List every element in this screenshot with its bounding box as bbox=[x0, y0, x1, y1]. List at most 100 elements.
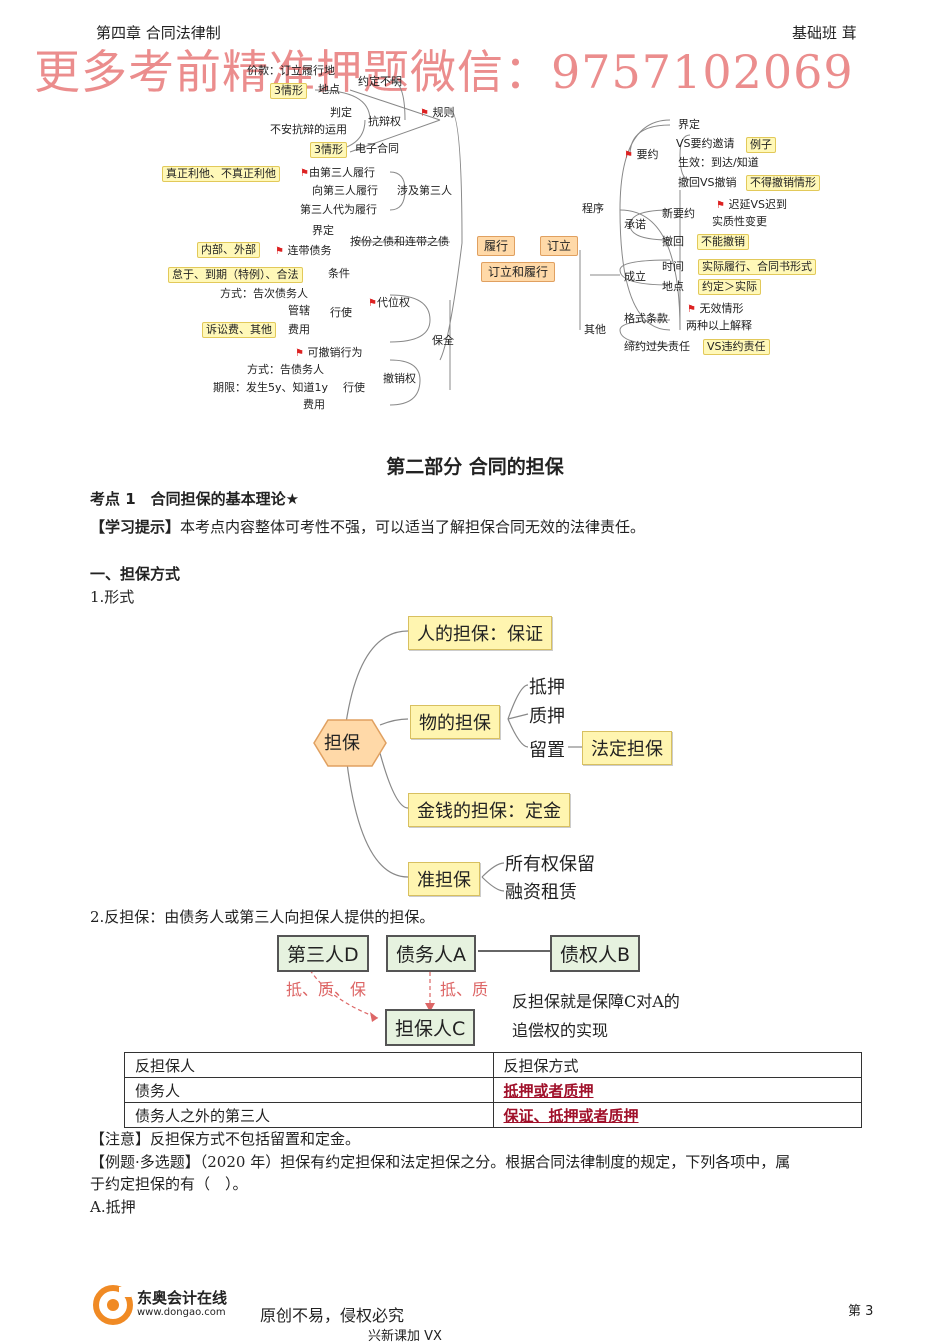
mm-breach: VS违约责任 bbox=[703, 339, 770, 355]
mm-method: 方式：告次债务人 bbox=[220, 287, 308, 300]
mm-withdraw-revoke: 撤回VS撤销 bbox=[678, 176, 737, 189]
mm-format-clause: 格式条款 bbox=[624, 312, 668, 325]
table-cell: 债务人 bbox=[124, 1077, 494, 1103]
node-mortgage: 抵押 bbox=[529, 677, 565, 698]
mm-invitation: VS要约邀请 bbox=[676, 137, 735, 150]
mindmap1-lines bbox=[314, 79, 691, 406]
mm-jurisdiction: 管辖 bbox=[288, 304, 310, 317]
mm-exercise-2: 行使 bbox=[343, 381, 365, 394]
node-statutory: 法定担保 bbox=[582, 731, 672, 765]
dongao-logo-icon bbox=[93, 1285, 133, 1325]
table-row: 债务人 抵押或者质押 bbox=[124, 1077, 862, 1103]
node-pledge: 质押 bbox=[529, 706, 565, 727]
mm-revocable: ⚑ 可撤销行为 bbox=[295, 346, 363, 359]
mm-third-party: 涉及第三人 bbox=[397, 184, 452, 197]
mm-period: 期限：发生5y、知道1y bbox=[213, 381, 329, 394]
mm-cannot-revoke: 不能撤销 bbox=[697, 234, 749, 250]
mm-material-change: 实质性变更 bbox=[712, 215, 767, 228]
mm-performance: 履行 bbox=[477, 236, 516, 256]
table-header-row: 反担保人 反担保方式 bbox=[124, 1052, 862, 1078]
mm-preservation: 保全 bbox=[432, 334, 454, 347]
study-hint: 【学习提示】本考点内容整体可考性不强，可以适当了解担保合同无效的法律责任。 bbox=[90, 517, 645, 537]
mm-offer-define: 界定 bbox=[678, 118, 700, 131]
mm-procedure: 程序 bbox=[582, 202, 604, 215]
hint-label: 【学习提示】 bbox=[90, 518, 181, 536]
box-debtor-a: 债务人A bbox=[386, 935, 476, 972]
comment-line-2: 追偿权的实现 bbox=[512, 1021, 609, 1040]
mm-condition: 条件 bbox=[328, 267, 350, 280]
box-third-party-d: 第三人D bbox=[277, 935, 369, 972]
mm-defense: 抗辩权 bbox=[368, 115, 401, 128]
mm-inner-outer: 内部、外部 bbox=[197, 242, 260, 258]
mindmap2-lines bbox=[313, 630, 582, 892]
node-quasi: 准担保 bbox=[408, 862, 480, 896]
table-header-cell: 反担保人 bbox=[124, 1052, 494, 1078]
box-guarantor-c: 担保人C bbox=[385, 1009, 476, 1046]
mm-others: 其他 bbox=[584, 323, 606, 336]
item-form: 1.形式 bbox=[90, 588, 135, 606]
mm-delay: ⚑ 迟延VS迟到 bbox=[716, 198, 787, 211]
mm-new-offer: 新要约 bbox=[662, 207, 695, 220]
node-retention: 所有权保留 bbox=[505, 854, 595, 875]
point-title: 考点 1 合同担保的基本理论★ bbox=[90, 490, 300, 508]
mm-fee-2: 费用 bbox=[303, 398, 325, 411]
box-creditor-b: 债权人B bbox=[550, 935, 641, 972]
option-a: A.抵押 bbox=[90, 1198, 136, 1216]
table-row: 债务人之外的第三人 保证、抵押或者质押 bbox=[124, 1102, 862, 1128]
mindmap-guarantee: 担保 人的担保：保证 物的担保 抵押 质押 留置 法定担保 金钱的担保：定金 准… bbox=[300, 605, 720, 905]
node-lease: 融资租赁 bbox=[505, 882, 577, 903]
node-personal: 人的担保：保证 bbox=[408, 616, 552, 650]
course-header: 基础班 茸 bbox=[792, 24, 857, 42]
mm-fee: 费用 bbox=[288, 323, 310, 336]
footer-url: www.dongao.com bbox=[137, 1307, 226, 1318]
node-property: 物的担保 bbox=[410, 705, 500, 739]
mm-beneficiary: 真正利他、不真正利他 bbox=[162, 166, 280, 182]
mm-litigation-fee: 诉讼费、其他 bbox=[202, 322, 276, 338]
item-counter-guarantee: 2.反担保：由债务人或第三人向担保人提供的担保。 bbox=[90, 908, 435, 926]
mm-withdraw: 撤回 bbox=[662, 235, 684, 248]
mm-center: 订立和履行 bbox=[481, 262, 556, 282]
mm-unsafe-defense: 不安抗辩的运用 bbox=[270, 123, 347, 136]
mm-unclear: 约定不明 bbox=[358, 75, 402, 88]
mm-idle: 怠于、到期（特例）、合法 bbox=[168, 267, 303, 283]
section-title: 第二部分 合同的担保 bbox=[386, 456, 564, 478]
mm-formation: 订立 bbox=[540, 236, 579, 256]
mm-exercise: 行使 bbox=[330, 306, 352, 319]
note-mortgage-pledge-guarantee: 抵、质、保 bbox=[286, 980, 367, 999]
table-cell-highlight: 保证、抵押或者质押 bbox=[492, 1102, 862, 1128]
mm-example: 例子 bbox=[746, 137, 776, 153]
mm-third-perform: ⚑由第三人履行 bbox=[300, 166, 375, 179]
example-line-2: 于约定担保的有（ ）。 bbox=[90, 1175, 248, 1193]
mm-rules: ⚑ 规则 bbox=[420, 106, 455, 119]
mm-place-2: 地点 bbox=[662, 280, 684, 293]
chapter-header: 第四章 合同法律制 bbox=[96, 24, 221, 42]
mm-joint-debt: 按份之债和连带之债 bbox=[350, 235, 449, 248]
mm-invalid: ⚑ 无效情形 bbox=[687, 302, 744, 315]
mm-irrevocable: 不得撤销情形 bbox=[746, 175, 820, 191]
hint-text: 本考点内容整体可考性不强，可以适当了解担保合同无效的法律责任。 bbox=[180, 518, 646, 536]
note-text: 【注意】反担保方式不包括留置和定金。 bbox=[90, 1130, 361, 1148]
node-lien: 留置 bbox=[529, 740, 565, 761]
mindmap-contract-formation: 价款：订立履行地 约定不明 3情形 地点 判定 抗辩权 ⚑ 规则 不安抗辩的运用… bbox=[150, 60, 850, 420]
example-line-1: 【例题·多选题】（2020 年）担保有约定担保和法定担保之分。根据合同法律制度的… bbox=[90, 1153, 791, 1171]
mm-effective: 生效：到达/知道 bbox=[678, 156, 759, 169]
mm-acceptance: 承诺 bbox=[624, 218, 646, 231]
table-cell-highlight: 抵押或者质押 bbox=[492, 1077, 862, 1103]
mm-agreed-over-actual: 约定＞实际 bbox=[698, 279, 761, 295]
mm-offer: ⚑ 要约 bbox=[624, 148, 659, 161]
mm-3cases: 3情形 bbox=[270, 83, 307, 99]
watermark: 更多考前精准押题微信：9757102069 bbox=[34, 45, 854, 99]
mm-3cases-2: 3情形 bbox=[310, 142, 347, 158]
mm-culpa: 缔约过失责任 bbox=[624, 340, 690, 353]
mm-third-substitute: 第三人代为履行 bbox=[300, 203, 377, 216]
mm-actual-performance: 实际履行、合同书形式 bbox=[698, 259, 816, 275]
table-cell: 债务人之外的第三人 bbox=[124, 1102, 494, 1128]
footer-page: 第 3 bbox=[848, 1304, 874, 1319]
mm-subrogation: ⚑代位权 bbox=[368, 296, 410, 309]
footer-brand: 东奥会计在线 bbox=[137, 1289, 228, 1307]
guarantee-center: 担保 bbox=[324, 733, 360, 754]
mm-joint-liability: ⚑ 连带债务 bbox=[275, 244, 332, 257]
mm-time: 时间 bbox=[662, 260, 684, 273]
mm-e-contract: 电子合同 bbox=[355, 142, 399, 155]
comment-line-1: 反担保就是保障C对A的 bbox=[512, 992, 680, 1011]
